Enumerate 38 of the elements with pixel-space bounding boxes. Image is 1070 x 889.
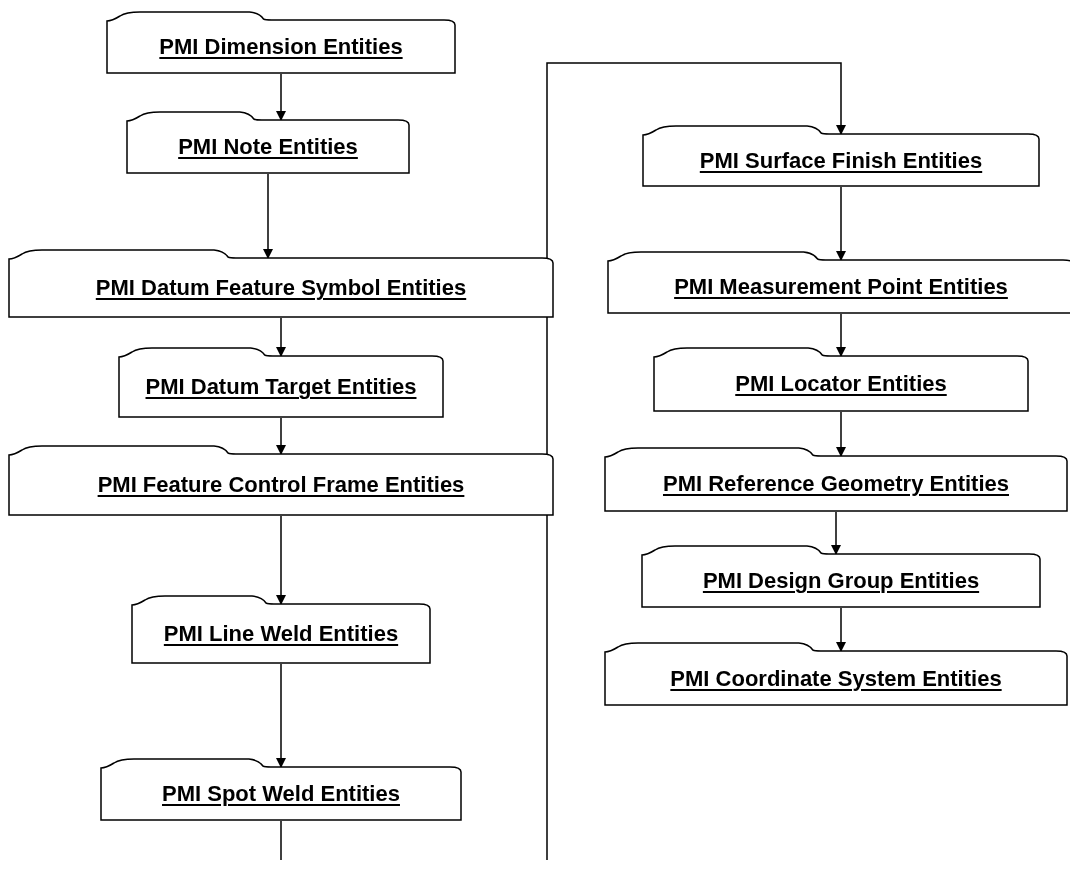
tab-box: [8, 444, 554, 516]
box-title: PMI Dimension Entities: [159, 33, 403, 61]
tab-box: [118, 346, 444, 418]
tab-box: [100, 757, 462, 821]
box-title: PMI Spot Weld Entities: [162, 780, 400, 808]
box-title: PMI Feature Control Frame Entities: [97, 471, 465, 499]
connector-arrow: [836, 313, 846, 357]
connector-arrow: [836, 186, 846, 261]
tab-box: [653, 346, 1029, 412]
connector-arrow: [836, 607, 846, 652]
box-title: PMI Measurement Point Entities: [674, 273, 1008, 301]
box-title: PMI Note Entities: [178, 133, 358, 161]
box-title: PMI Coordinate System Entities: [670, 664, 1002, 693]
box-title: PMI Datum Feature Symbol Entities: [95, 274, 467, 302]
box-title: PMI Reference Geometry Entities: [663, 470, 1009, 498]
connector-arrow: [276, 663, 286, 768]
tab-box: [604, 641, 1068, 706]
box-title: PMI Locator Entities: [735, 370, 947, 398]
connector-arrow: [276, 515, 286, 605]
connector-arrow: [263, 173, 273, 259]
tab-box: [607, 250, 1070, 314]
connector-arrow: [276, 417, 286, 455]
tab-box: [131, 594, 431, 664]
connector-arrow: [276, 73, 286, 121]
box-title: PMI Design Group Entities: [702, 567, 980, 595]
tab-box: [642, 124, 1040, 187]
connector-arrow: [276, 317, 286, 357]
tab-box: [8, 248, 554, 318]
tab-box: [641, 544, 1041, 608]
box-title: PMI Surface Finish Entities: [699, 146, 983, 175]
connector-arrow: [546, 62, 846, 861]
connector-arrow: [831, 511, 841, 555]
box-title: PMI Line Weld Entities: [163, 620, 399, 648]
connector-arrow: [836, 411, 846, 457]
tab-box: [126, 110, 410, 174]
tab-box: [604, 446, 1068, 512]
tab-box: [106, 10, 456, 74]
box-title: PMI Datum Target Entities: [145, 373, 417, 401]
